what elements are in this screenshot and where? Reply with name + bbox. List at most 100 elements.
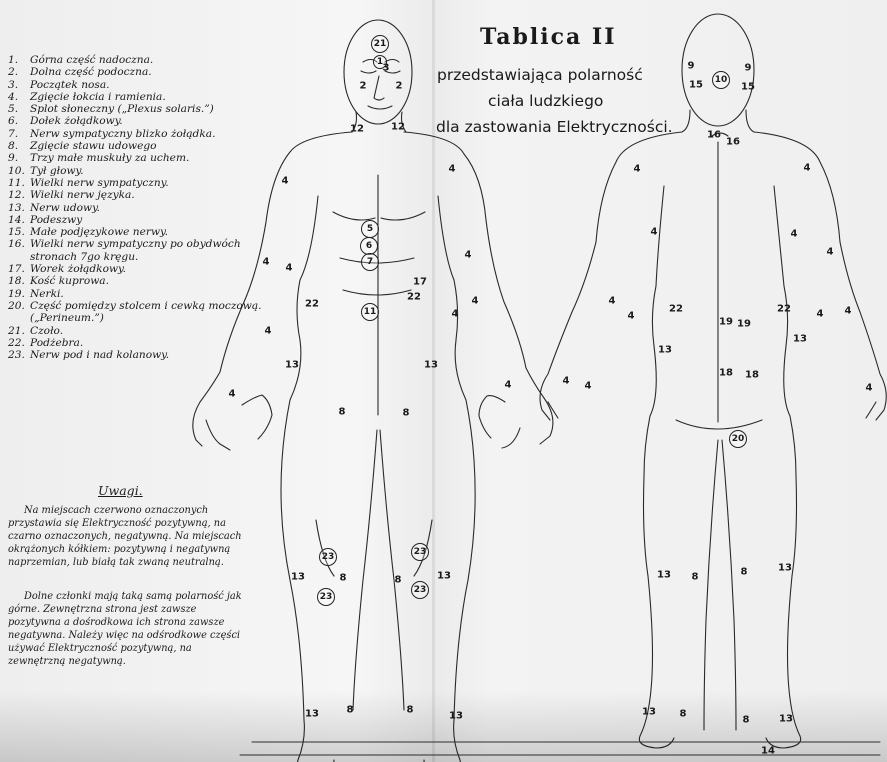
legend-item: 15.Małe podjęzykowe nerwy. [8,226,263,238]
legend-number: 4. [8,91,28,103]
point-marker: 23 [411,543,429,561]
point-marker: 4 [628,311,635,322]
legend-text: Wielki nerw sympatyczny. [30,177,169,189]
point-marker: 3 [383,63,390,74]
legend-text: Wielki nerw języka. [30,189,135,201]
point-marker: 16 [707,130,721,141]
point-marker: 13 [291,572,305,583]
point-marker: 23 [319,548,337,566]
legend-number: 6. [8,115,28,127]
legend-number: 17. [8,263,28,275]
point-marker: 4 [465,250,472,261]
legend-text: Nerw sympatyczny blizko żołądka. [30,128,215,140]
point-marker: 4 [866,383,873,394]
legend-item: 3.Początek nosa. [8,79,263,91]
point-marker: 4 [263,257,270,268]
point-marker: 13 [658,345,672,356]
point-marker: 22 [777,304,791,315]
legend-number: 23. [8,349,28,361]
legend-number: 10. [8,165,28,177]
notes-paragraph-1: Na miejscach czerwono oznaczonych przyst… [8,504,246,569]
legend-item: 23.Nerw pod i nad kolanowy. [8,349,263,361]
point-marker: 9 [745,63,752,74]
legend-item: 7.Nerw sympatyczny blizko żołądka. [8,128,263,140]
legend-item: 6.Dołek żołądkowy. [8,115,263,127]
point-marker: 13 [285,360,299,371]
point-marker: 22 [407,292,421,303]
notes-heading: Uwagi. [98,483,143,498]
legend-text: Kość kuprowa. [30,275,109,287]
point-marker: 19 [719,317,733,328]
point-marker: 4 [286,263,293,274]
subtitle-line-2: ciała ludzkiego [488,92,603,110]
point-marker: 13 [793,334,807,345]
point-marker: 18 [719,368,733,379]
point-marker: 18 [745,370,759,381]
legend-number: 3. [8,79,28,91]
legend-item: 5.Splot słoneczny („Plexus solaris.”) [8,103,263,115]
point-marker: 21 [371,35,389,53]
point-marker: 4 [609,296,616,307]
legend-text: Worek żołądkowy. [30,263,126,275]
legend-number: 22. [8,337,28,349]
legend-text: Trzy małe muskuły za uchem. [30,152,189,164]
legend-text: Dolna część podoczna. [30,66,152,78]
legend-item: 14.Podeszwy [8,214,263,226]
point-marker: 2 [396,81,403,92]
subtitle-line-1: przedstawiająca polarność [437,66,643,84]
legend-number: 18. [8,275,28,287]
point-marker: 12 [350,124,364,135]
legend-item: 8.Zgięcie stawu udowego [8,140,263,152]
legend-text: Początek nosa. [30,79,110,91]
legend-text: Małe podjęzykowe nerwy. [30,226,168,238]
point-marker: 20 [729,430,747,448]
legend-text: Zgięcie stawu udowego [30,140,157,152]
legend-text: Wielki nerw sympatyczny po obydwóch stro… [30,238,241,262]
point-marker: 4 [563,376,570,387]
legend-number: 12. [8,189,28,201]
legend-number: 8. [8,140,28,152]
point-marker: 4 [229,389,236,400]
point-marker: 4 [817,309,824,320]
point-marker: 15 [689,80,703,91]
legend-number: 13. [8,202,28,214]
point-marker: 4 [634,164,641,175]
point-marker: 4 [265,326,272,337]
legend-number: 2. [8,66,28,78]
legend-text: Splot słoneczny („Plexus solaris.”) [30,103,214,115]
legend-text: Nerw udowy. [30,202,100,214]
point-marker: 4 [804,163,811,174]
paper-shadow [0,690,887,762]
legend-number: 1. [8,54,28,66]
legend-item: 13.Nerw udowy. [8,202,263,214]
point-marker: 23 [317,588,335,606]
legend-item: 19.Nerki. [8,288,263,300]
point-marker: 13 [657,570,671,581]
legend-list: 1.Górna część nadoczna. 2.Dolna część po… [8,54,263,361]
legend-item: 22.Podżebra. [8,337,263,349]
legend-item: 16.Wielki nerw sympatyczny po obydwóch s… [8,238,263,263]
point-marker: 5 [361,220,379,238]
point-marker: 13 [424,360,438,371]
legend-text: Podeszwy [30,214,82,226]
legend-number: 15. [8,226,28,238]
legend-text: Czoło. [30,325,63,337]
point-marker: 8 [403,408,410,419]
point-marker: 13 [778,563,792,574]
point-marker: 4 [651,227,658,238]
legend-text: Część pomiędzy stolcem i cewką moczową. … [30,300,262,324]
point-marker: 9 [688,61,695,72]
legend-text: Tył głowy. [30,165,83,177]
point-marker: 4 [791,229,798,240]
point-marker: 19 [737,319,751,330]
legend-item: 10.Tył głowy. [8,165,263,177]
point-marker: 13 [437,571,451,582]
point-marker: 8 [340,573,347,584]
legend-number: 19. [8,288,28,300]
legend-number: 20. [8,300,28,312]
legend-item: 1.Górna część nadoczna. [8,54,263,66]
legend-text: Podżebra. [30,337,83,349]
point-marker: 4 [585,381,592,392]
point-marker: 4 [845,306,852,317]
point-marker: 11 [361,303,379,321]
